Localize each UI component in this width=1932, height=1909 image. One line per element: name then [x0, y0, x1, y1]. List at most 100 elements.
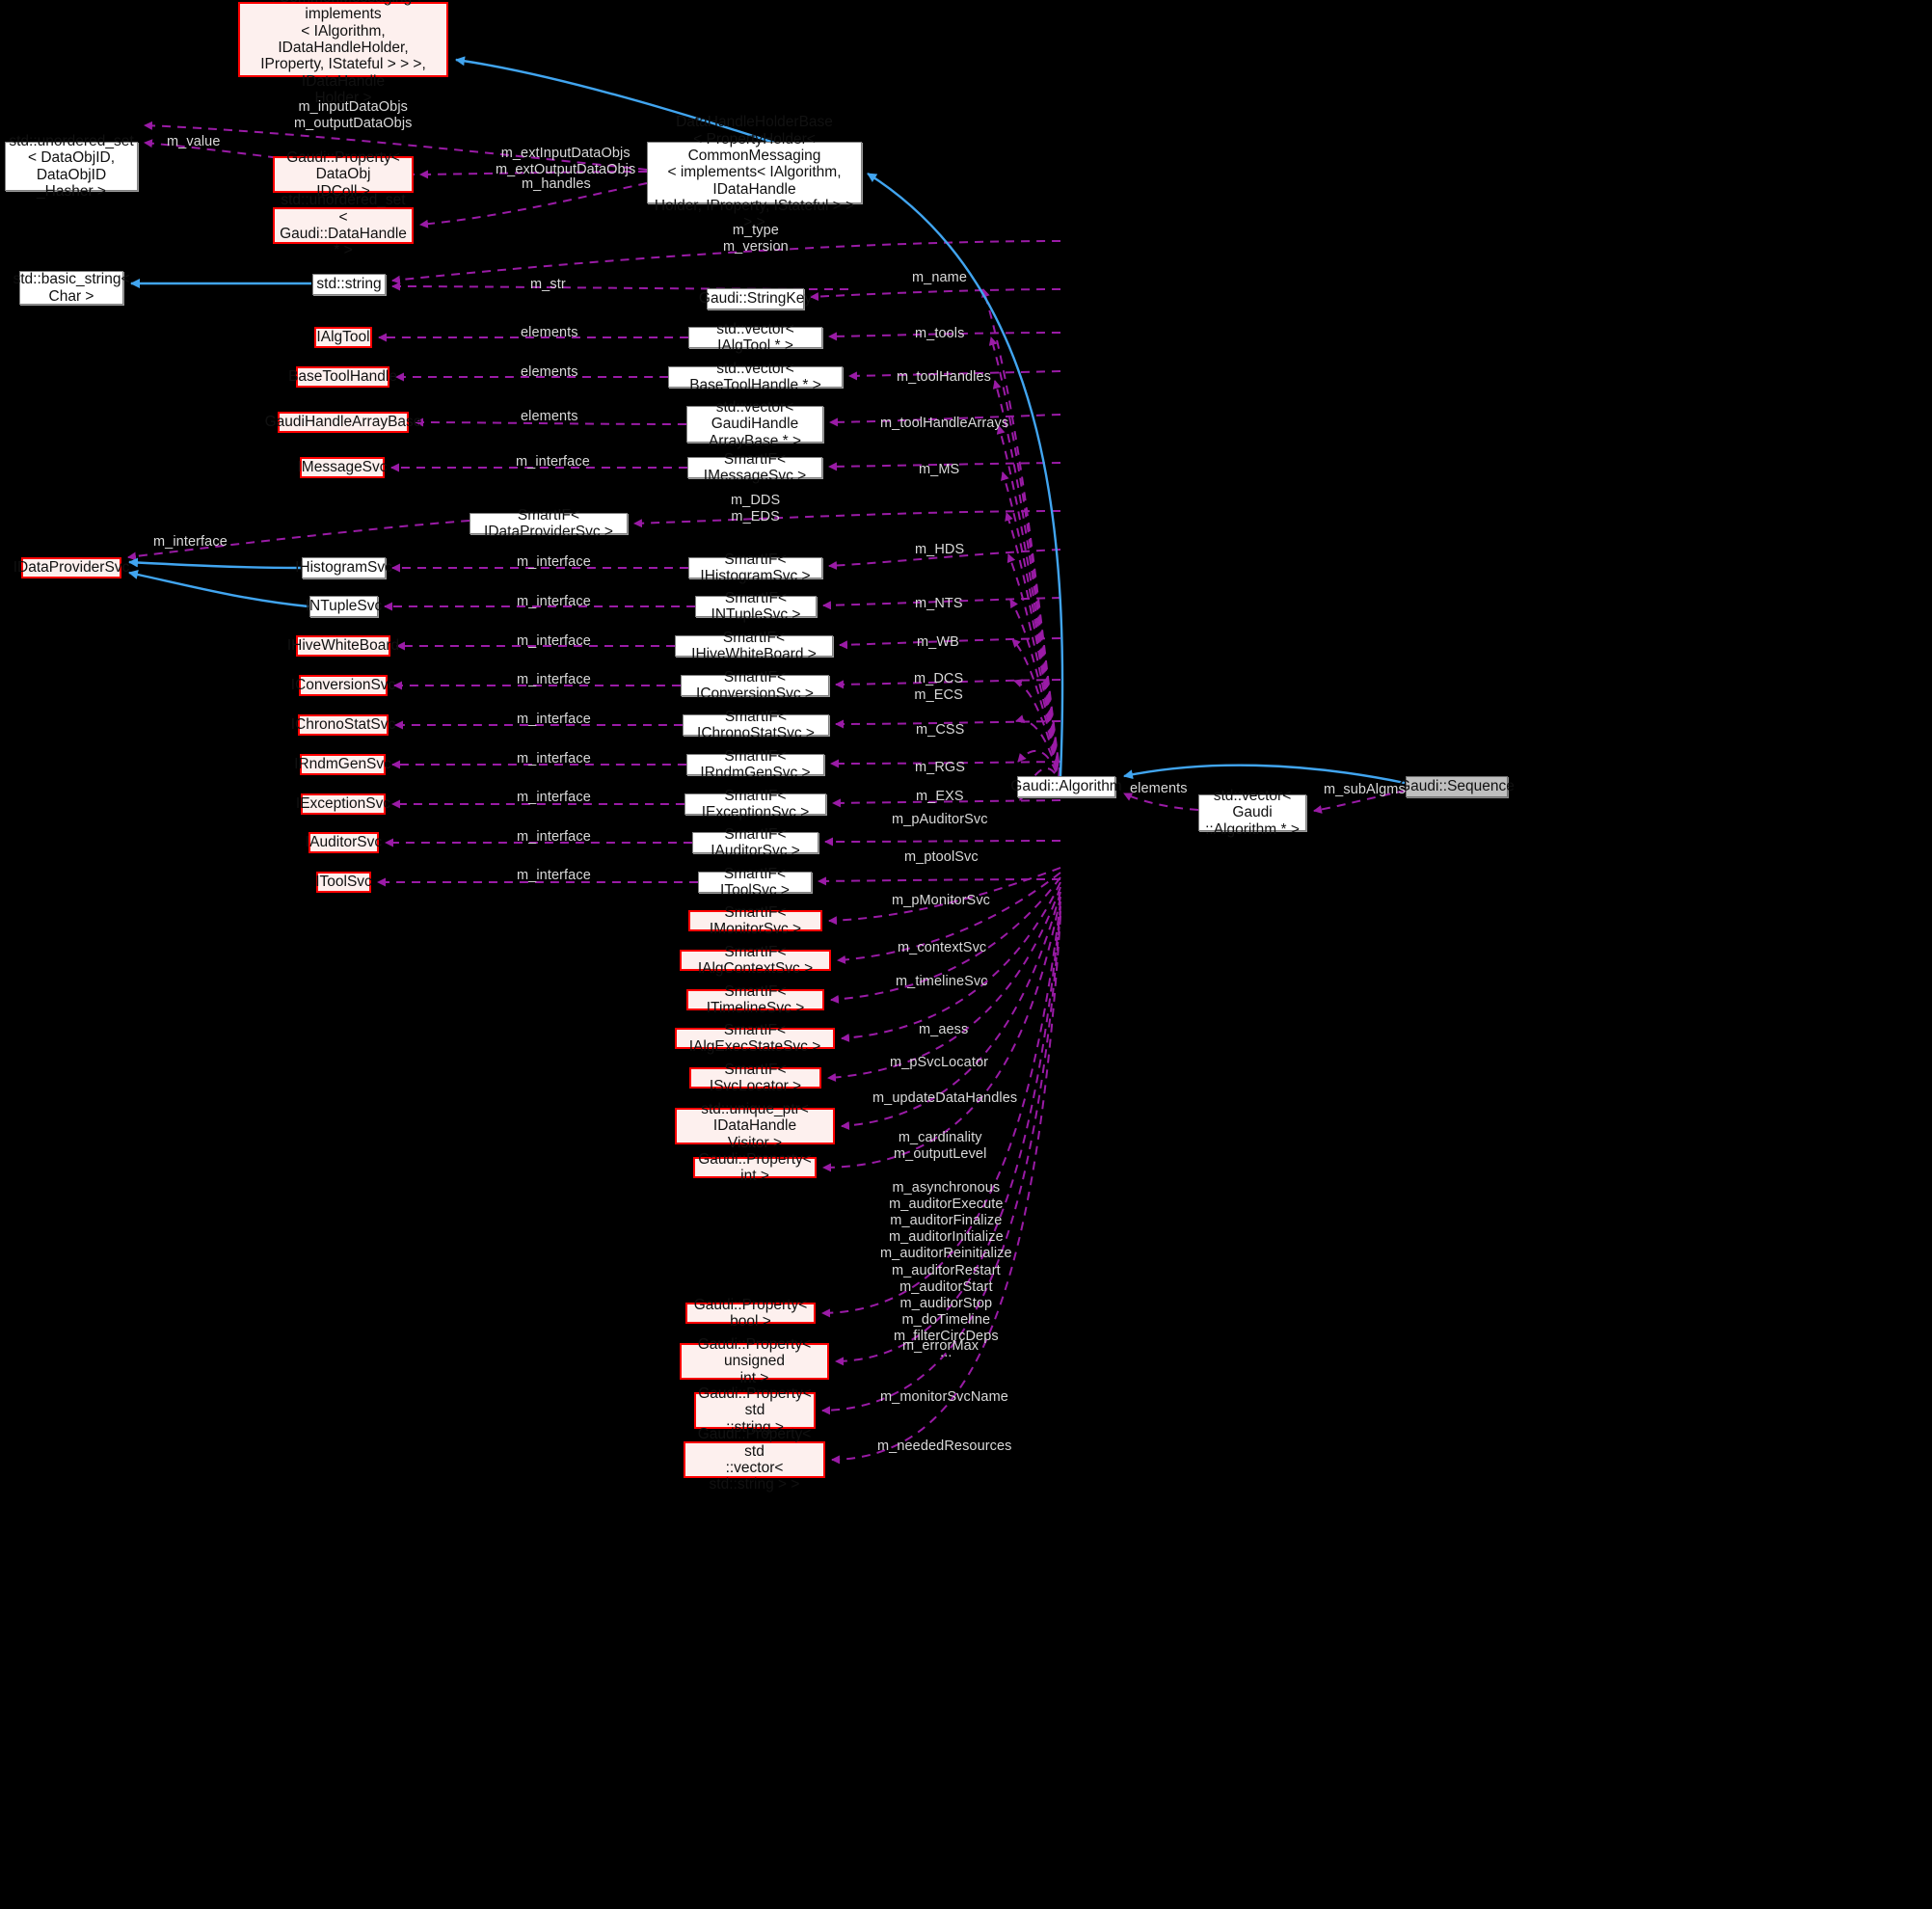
class-node-basetoolhandle[interactable]: BaseToolHandle [288, 366, 397, 388]
class-node-label: SmartIF< IToolSvc > [720, 865, 790, 899]
edge-label-l_toolhandlearrays: m_toolHandleArrays [880, 416, 1009, 431]
class-node-smartif_iconversionsvc[interactable]: SmartIF< IConversionSvc > [681, 669, 829, 702]
edge-label-l_pmonitorsvc: m_pMonitorSvc [892, 893, 991, 908]
class-node-label: IHiveWhiteBoard [286, 637, 400, 655]
class-node-itoolsvc[interactable]: IToolSvc [315, 872, 372, 893]
class-node-label: SmartIF< IExceptionSvc > [701, 787, 810, 820]
class-node-label: INTupleSvc [305, 598, 383, 615]
class-node-smartif_ihivewhiteboard[interactable]: SmartIF< IHiveWhiteBoard > [675, 630, 833, 662]
class-node-vec_basetoolhandle[interactable]: std::vector< BaseToolHandle * > [668, 361, 843, 393]
edge-label-l_ms: m_MS [919, 462, 960, 477]
class-node-label: BaseToolHandle [288, 368, 397, 386]
class-node-iconversionsvc[interactable]: IConversionSvc [291, 675, 395, 696]
class-node-intuplesvc[interactable]: INTupleSvc [306, 596, 382, 617]
class-node-ichronostatsvc[interactable]: IChronoStatSvc [291, 714, 395, 736]
class-node-label: std::basic_string< Char > [13, 271, 130, 305]
class-node-unordered_dataobjid[interactable]: std::unordered_set < DataObjID, DataObjI… [5, 133, 138, 200]
class-node-smartif_itoolsvc[interactable]: SmartIF< IToolSvc > [698, 866, 812, 899]
class-node-smartif_ialgexecstatesvc[interactable]: SmartIF< IAlgExecStateSvc > [675, 1022, 835, 1055]
edge-label-l_bools: m_asynchronous m_auditorExecute m_audito… [880, 1180, 1012, 1361]
edge-label-l_ddseds: m_DDS m_EDS [731, 493, 781, 525]
class-node-smartif_intuplesvc[interactable]: SmartIF< INTupleSvc > [695, 590, 817, 623]
class-node-label: SmartIF< IConversionSvc > [696, 668, 814, 702]
class-node-label: Gaudi::StringKey [698, 290, 813, 308]
class-node-smartif_ialgcontextsvc[interactable]: SmartIF< IAlgContextSvc > [680, 944, 831, 977]
edge-label-l_interface3: m_interface [517, 554, 591, 570]
edge-label-l_css: m_CSS [916, 722, 965, 738]
edge-label-l_cardinality: m_cardinality m_outputLevel [894, 1130, 987, 1163]
class-node-smartif_imonitorsvc[interactable]: SmartIF< IMonitorSvc > [688, 904, 822, 937]
class-node-prop_bool[interactable]: Gaudi::Property< bool > [685, 1297, 816, 1330]
edge-label-l_aess: m_aess [919, 1022, 969, 1037]
class-node-ialgtool[interactable]: IAlgTool [314, 327, 372, 348]
edge-label-l_rgs: m_RGS [915, 760, 966, 775]
class-node-label: IDataProviderSvc [13, 559, 130, 577]
class-node-uniqueptr_visitor[interactable]: std::unique_ptr< IDataHandle Visitor > [675, 1101, 835, 1151]
class-node-irndmgensvc[interactable]: IRndmGenSvc [294, 754, 391, 775]
class-node-ihivewhiteboard[interactable]: IHiveWhiteBoard [287, 635, 399, 657]
class-node-iexceptionsvc[interactable]: IExceptionSvc [296, 793, 390, 815]
edge-label-l_dcsecs: m_DCS m_ECS [914, 671, 964, 704]
class-node-smartif_idataprovidersvc[interactable]: SmartIF< IDataProviderSvc > [470, 507, 628, 540]
edge-label-l_toolhandles: m_toolHandles [897, 369, 992, 385]
class-node-label: SmartIF< IMonitorSvc > [709, 903, 802, 937]
class-node-gaudihandlearraybase[interactable]: GaudiHandleArrayBase [265, 412, 421, 433]
class-node-smartif_isvclocator[interactable]: SmartIF< ISvcLocator > [689, 1062, 821, 1094]
class-node-label: SmartIF< IMessageSvc > [703, 450, 807, 484]
class-node-label: Gaudi::Property< int > [698, 1150, 812, 1184]
class-node-std_string[interactable]: std::string [312, 274, 386, 295]
edge-label-l_interface4: m_interface [517, 594, 591, 609]
edge-label-l_pauditorsvc: m_pAuditorSvc [892, 812, 988, 827]
class-node-label: IRndmGenSvc [294, 756, 391, 773]
edge-label-l_errormax: m_errorMax [902, 1338, 979, 1354]
class-node-label: Gaudi::Algorithm [1010, 778, 1122, 795]
class-node-smartif_iexceptionsvc[interactable]: SmartIF< IExceptionSvc > [684, 788, 826, 820]
class-node-smartif_ihistogramsvc[interactable]: SmartIF< IHistogramSvc > [688, 551, 822, 584]
class-node-vec_gaudihandlearraybase[interactable]: std::vector< GaudiHandle ArrayBase * > [686, 399, 823, 449]
class-node-label: IMessageSvc [297, 459, 388, 476]
class-node-prop_vecstring[interactable]: Gaudi::Property< std ::vector< std::stri… [684, 1426, 825, 1492]
class-node-gaudi_sequence[interactable]: Gaudi::Sequence [1399, 776, 1515, 797]
class-node-prop_uint[interactable]: Gaudi::Property< unsigned int > [680, 1336, 829, 1386]
class-node-ihistogramsvc[interactable]: IHistogramSvc [295, 557, 392, 578]
class-node-extends[interactable]: extends< PropertyHolder < CommonMessagin… [238, 0, 448, 106]
class-node-idataprovidersvc[interactable]: IDataProviderSvc [13, 557, 129, 578]
edge-label-l_interface1: m_interface [516, 454, 590, 470]
class-node-label: SmartIF< IHistogramSvc > [700, 551, 811, 584]
class-node-unordered_datahandle[interactable]: std::unordered_set < Gaudi::DataHandle *… [273, 192, 414, 258]
class-node-vec_ialgtool[interactable]: std::vector< IAlgTool * > [688, 321, 822, 354]
class-node-vec_gaudialgorithm[interactable]: std::vector< Gaudi ::Algorithm * > [1198, 788, 1306, 838]
class-node-prop_int[interactable]: Gaudi::Property< int > [693, 1151, 817, 1184]
class-node-smartif_imessagesvc[interactable]: SmartIF< IMessageSvc > [687, 451, 822, 484]
class-node-stringkey[interactable]: Gaudi::StringKey [699, 288, 812, 309]
class-node-smartif_irndmgensvc[interactable]: SmartIF< IRndmGenSvc > [686, 748, 824, 781]
class-node-label: Gaudi::Property< unsigned int > [697, 1335, 812, 1386]
class-node-basic_string[interactable]: std::basic_string< Char > [13, 271, 130, 305]
class-node-label: SmartIF< IAlgContextSvc > [697, 943, 814, 977]
class-node-prop_string[interactable]: Gaudi::Property< std ::string > [694, 1385, 816, 1436]
class-node-smartif_ichronostatsvc[interactable]: SmartIF< IChronoStatSvc > [683, 709, 829, 741]
edge-label-l_elements3: elements [521, 409, 578, 424]
class-node-label: std::unique_ptr< IDataHandle Visitor > [701, 1100, 809, 1151]
class-node-smartif_iauditorsvc[interactable]: SmartIF< IAuditorSvc > [692, 826, 818, 859]
class-node-label: std::unordered_set < DataObjID, DataObjI… [9, 132, 134, 200]
class-node-label: SmartIF< IHiveWhiteBoard > [691, 629, 817, 662]
class-node-iauditorsvc[interactable]: IAuditorSvc [306, 832, 382, 853]
edge-label-l_ptoolsvc: m_ptoolSvc [904, 849, 979, 865]
edge-label-l_wb: m_WB [917, 634, 959, 650]
class-node-label: Gaudi::Property< DataObj IDColl > [286, 148, 400, 200]
edge-label-l_interface9: m_interface [517, 790, 591, 805]
class-node-prop_dataobjidcoll[interactable]: Gaudi::Property< DataObj IDColl > [273, 149, 414, 200]
class-node-imessagesvc[interactable]: IMessageSvc [297, 457, 388, 478]
class-node-label: SmartIF< INTupleSvc > [711, 589, 801, 623]
class-node-dhhb[interactable]: DataHandleHolderBase < PropertyHolder< C… [647, 114, 862, 230]
edge-label-l_typeversion: m_type m_version [723, 223, 789, 255]
edge-label-l_inputoutput: m_inputDataObjs m_outputDataObjs [294, 99, 413, 132]
class-node-label: Gaudi::Property< std ::vector< std::stri… [697, 1426, 812, 1493]
class-node-gaudi_algorithm[interactable]: Gaudi::Algorithm [1010, 776, 1122, 797]
class-node-label: IExceptionSvc [295, 795, 391, 813]
class-node-label: std::string [316, 276, 382, 293]
class-node-label: IConversionSvc [290, 677, 396, 694]
class-node-label: SmartIF< IDataProviderSvc > [484, 506, 613, 540]
class-node-smartif_itimelinesvc[interactable]: SmartIF< ITimelineSvc > [686, 983, 824, 1016]
